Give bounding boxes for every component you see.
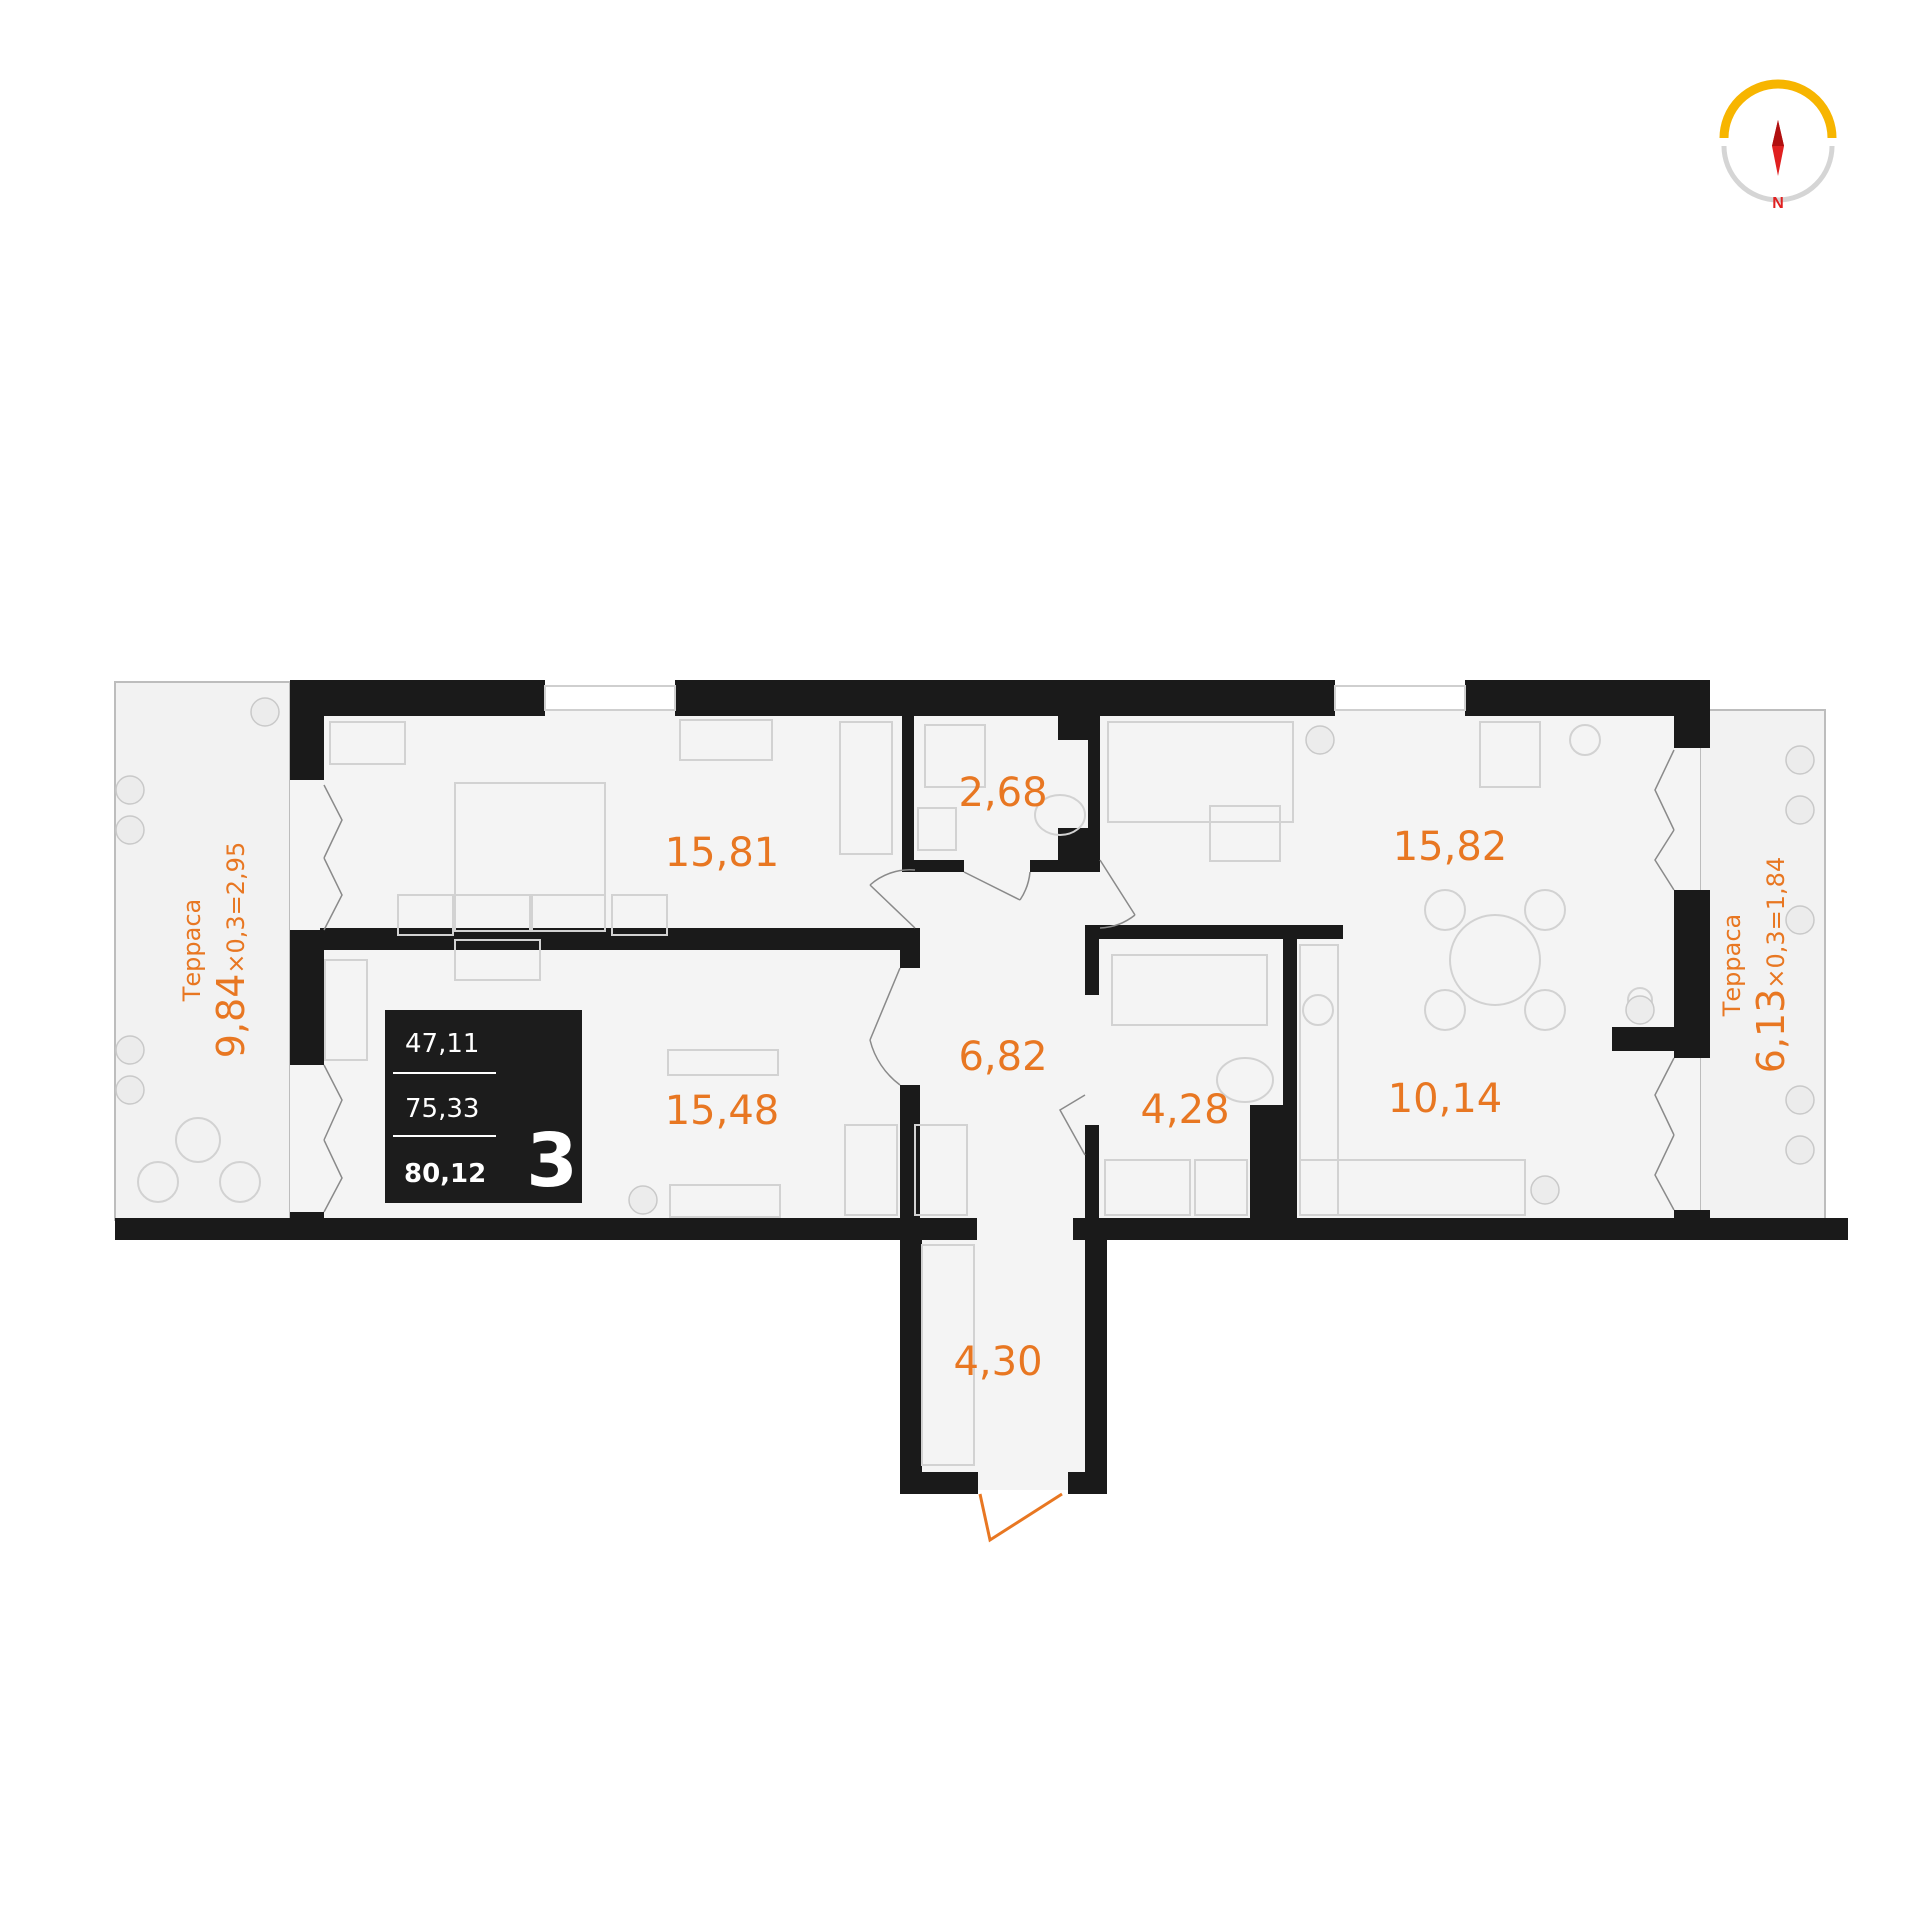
terrace-right-formula-big: 6,13 [1749, 989, 1793, 1074]
entrance-floor [910, 1220, 1085, 1490]
terrace-right-label: Терраса 6,13×0,3=1,84 [1718, 857, 1793, 1073]
terrace-left-formula-big: 9,84 [209, 974, 253, 1059]
doors [323, 749, 1675, 1543]
svg-text:6,13×0,3=1,84: 6,13×0,3=1,84 [1749, 857, 1793, 1073]
compass-ring-accent [1719, 79, 1837, 139]
area-kitchen: 10,14 [1388, 1076, 1503, 1122]
terrace-right-formula-rest: ×0,3=1,84 [1762, 857, 1790, 989]
terrace-right-name: Терраса [1718, 914, 1746, 1018]
svg-text:Терраса: Терраса [1718, 914, 1746, 1018]
area-bathroom: 4,28 [1140, 1087, 1229, 1133]
plants [115, 697, 1815, 1215]
area-bedroom-top: 15,81 [665, 830, 780, 876]
terrace-right-floor [1699, 709, 1826, 1221]
svg-text:9,84×0,3=2,95: 9,84×0,3=2,95 [209, 842, 253, 1058]
rooms-count: 3 [526, 1118, 578, 1204]
area-without-terraces-value: 75,33 [405, 1094, 479, 1124]
compass-north-label: N [1772, 195, 1784, 212]
total-area-value: 80,12 [404, 1159, 486, 1189]
compass: N [1719, 79, 1837, 212]
furniture [137, 719, 1653, 1466]
area-entrance: 4,30 [953, 1339, 1042, 1385]
area-summary-block: 47,11 75,33 80,12 3 [385, 1010, 582, 1204]
area-bedroom-bottom: 15,48 [665, 1088, 780, 1134]
terrace-left-formula-rest: ×0,3=2,95 [222, 842, 250, 974]
area-hall: 6,82 [958, 1034, 1047, 1080]
terrace-left-floor [114, 681, 291, 1221]
svg-text:Терраса: Терраса [178, 899, 206, 1003]
terrace-left-label: Терраса 9,84×0,3=2,95 [178, 842, 253, 1058]
terrace-left-name: Терраса [178, 899, 206, 1003]
area-bathroom-small: 2,68 [958, 770, 1047, 816]
compass-ring-grey [1721, 145, 1835, 203]
walls [115, 680, 1848, 1494]
living-area-value: 47,11 [405, 1029, 479, 1059]
area-living-room: 15,82 [1393, 824, 1508, 870]
